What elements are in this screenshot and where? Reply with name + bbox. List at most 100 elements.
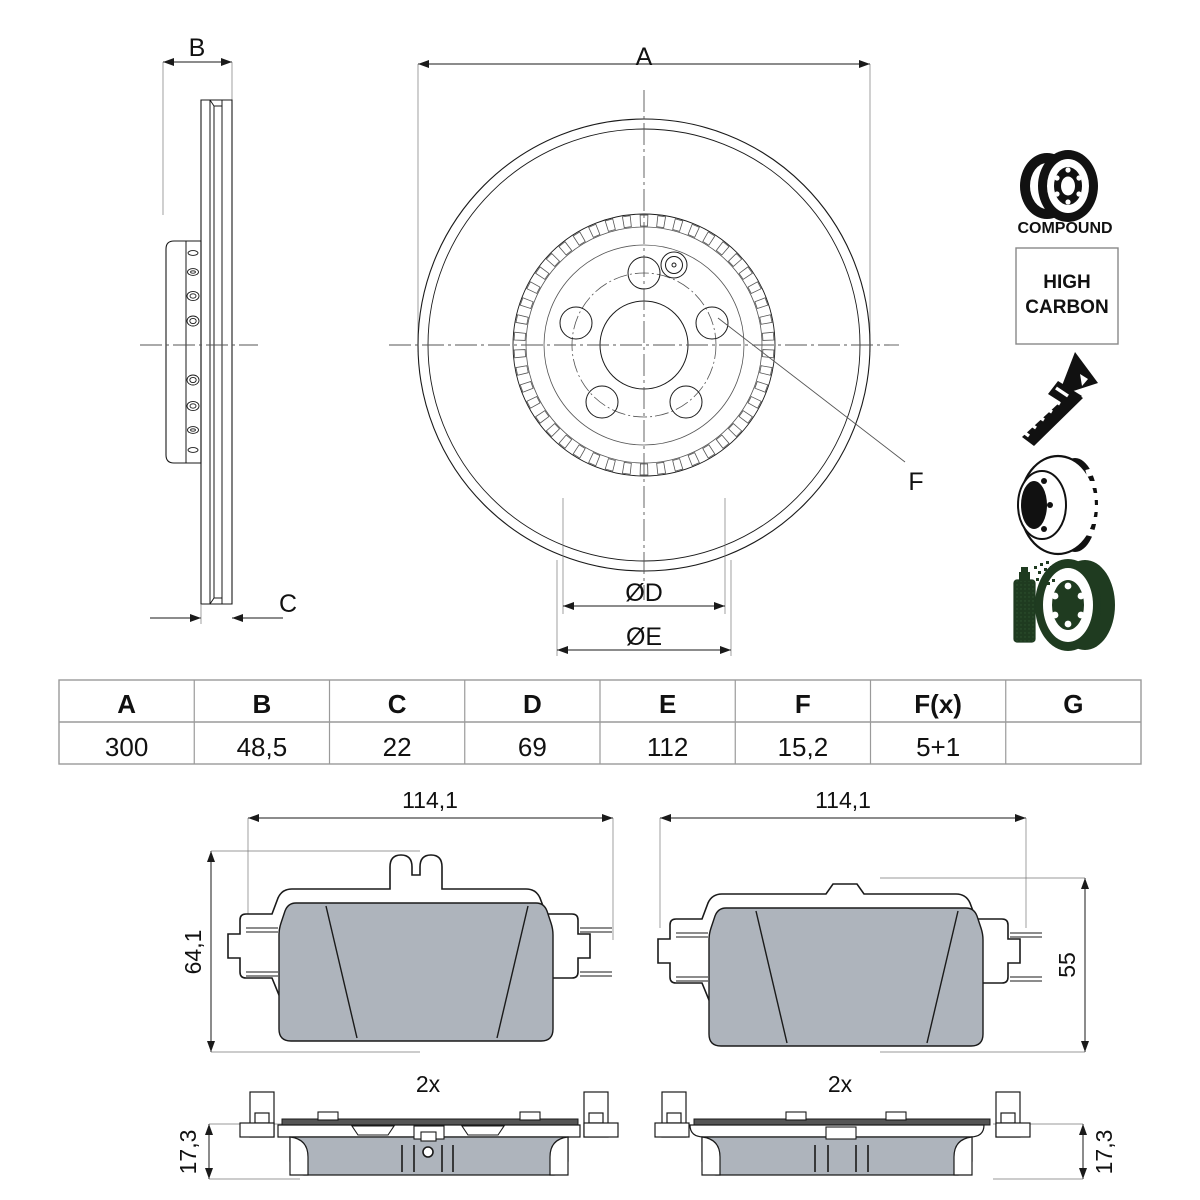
right-pad — [657, 814, 1089, 1053]
vent-slot — [656, 215, 667, 229]
vent-slot — [535, 410, 550, 424]
table-header-cell: F — [795, 689, 811, 719]
vent-slot — [513, 331, 526, 341]
right-pad-height-label: 55 — [1054, 952, 1080, 978]
callout-f-label: F — [908, 468, 923, 496]
dimension-d — [562, 498, 726, 614]
vent-slot — [572, 231, 586, 246]
vent-slot — [621, 215, 632, 229]
table-value-cell: 48,5 — [237, 732, 288, 762]
right-pad-width-dim — [659, 814, 1027, 928]
coated-disc-spray-icon — [1013, 559, 1115, 651]
vent-slot — [588, 223, 601, 238]
feature-icon-column: COMPOUND HIGH CARBON — [1013, 150, 1119, 651]
vent-slot — [519, 297, 534, 310]
locating-hole — [660, 251, 688, 279]
vent-slot — [621, 461, 632, 475]
vent-slot — [558, 241, 573, 256]
compound-icon-caption: COMPOUND — [1017, 220, 1112, 237]
callout-f-leader — [717, 317, 906, 463]
table-header-cell: F(x) — [914, 689, 962, 719]
right-edge-friction-block — [701, 1136, 973, 1176]
left-pad-chamfer-right — [496, 905, 529, 1039]
vent-slot — [715, 434, 730, 449]
vent-slot — [519, 380, 534, 393]
right-pad-chamfer-left — [755, 910, 788, 1044]
table-value-cell: 15,2 — [778, 732, 829, 762]
vent-slot — [639, 463, 649, 476]
vent-slot — [639, 214, 649, 227]
right-pad-friction-material — [708, 907, 984, 1047]
high-carbon-line2: CARBON — [1025, 297, 1108, 318]
vent-slot — [604, 218, 616, 232]
vent-slot — [515, 365, 529, 376]
dimension-e — [556, 560, 732, 656]
vent-slot — [747, 281, 762, 294]
table-value-cell: 112 — [647, 732, 688, 762]
left-edge-rivet-hole — [422, 1146, 434, 1158]
vent-slot — [545, 423, 561, 438]
vent-slot — [702, 444, 716, 459]
left-pad-width-label: 114,1 — [402, 787, 458, 813]
table-header-cell: A — [117, 689, 136, 719]
compound-disc-icon — [1020, 150, 1098, 222]
left-pad-thickness-label: 17,3 — [175, 1130, 201, 1175]
vent-slot — [762, 349, 775, 359]
table-value-cell: 69 — [518, 732, 547, 762]
vent-slot — [545, 252, 561, 267]
vent-slot — [526, 281, 541, 294]
high-carbon-badge: HIGH CARBON — [1015, 247, 1119, 345]
vent-slot — [515, 314, 529, 325]
vent-slot — [738, 266, 753, 280]
vent-slot — [762, 331, 775, 341]
vent-slot — [513, 349, 526, 359]
table-header-cell: B — [252, 689, 271, 719]
table-value-cell: 5+1 — [916, 732, 960, 762]
dim-c-label: C — [279, 590, 297, 618]
vent-slot — [754, 297, 769, 310]
disc-front-view — [389, 60, 906, 656]
table-header-cell: D — [523, 689, 542, 719]
table-value-cell: 300 — [105, 732, 148, 762]
vent-slot — [738, 410, 753, 424]
table-value-cell: 22 — [383, 732, 412, 762]
dimension-a — [417, 60, 871, 352]
vent-slot — [727, 252, 743, 267]
left-pad — [207, 814, 614, 1053]
vent-slot — [727, 423, 743, 438]
right-pad-height-dim — [880, 877, 1089, 1053]
left-pad-height-label: 64,1 — [180, 930, 206, 975]
table-header-cell: E — [659, 689, 676, 719]
vent-slot — [687, 452, 700, 467]
dim-b-label: B — [189, 34, 206, 62]
right-pad-width-label: 114,1 — [815, 787, 871, 813]
disc-hat-inner-circle — [543, 244, 745, 446]
left-pad-chamfer-left — [325, 905, 358, 1039]
countersunk-screw-icon — [1017, 352, 1098, 446]
vent-slot — [759, 365, 773, 376]
vent-slot — [572, 444, 586, 459]
vent-slot — [526, 396, 541, 409]
disc-side-view — [140, 58, 283, 624]
left-pad-friction-material — [278, 902, 554, 1042]
dim-a-label: A — [636, 43, 653, 71]
vent-slot — [588, 452, 601, 467]
disc-vent-slot-ring — [513, 214, 775, 476]
vent-slot — [759, 314, 773, 325]
vent-slot — [754, 380, 769, 393]
vent-slot — [558, 434, 573, 449]
high-carbon-line1: HIGH — [1043, 272, 1091, 293]
disc-hub-section — [165, 240, 202, 464]
right-pad-qty-label: 2x — [828, 1071, 853, 1097]
right-pad-thickness-label: 17,3 — [1091, 1130, 1117, 1175]
disc-inner-friction-circle — [512, 213, 776, 477]
vent-slot — [687, 223, 700, 238]
vent-slot — [747, 396, 762, 409]
dim-d-label: ØD — [625, 579, 663, 607]
table-header-cell: G — [1063, 689, 1083, 719]
vent-slot — [535, 266, 550, 280]
vent-slot — [656, 461, 667, 475]
